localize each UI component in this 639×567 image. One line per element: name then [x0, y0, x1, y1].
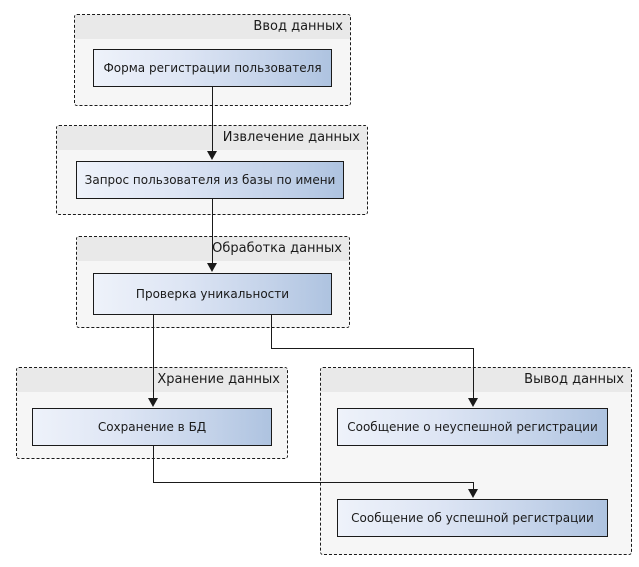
- edge-form-to-query-arrow: [207, 151, 217, 160]
- edge-save-to-success-seg1: [153, 446, 154, 483]
- edge-save-to-success-seg2: [153, 482, 474, 483]
- edge-save-to-success-seg3: [473, 482, 474, 493]
- edge-query-to-check-line: [212, 199, 213, 265]
- edge-form-to-query-line: [212, 87, 213, 153]
- edge-check-to-save-line: [153, 315, 154, 400]
- node-registration-form[interactable]: Форма регистрации пользователя: [93, 49, 332, 87]
- edge-check-to-failure-seg2: [271, 348, 474, 349]
- edge-check-to-failure-seg3: [473, 348, 474, 400]
- node-success-message[interactable]: Сообщение об успешной регистрации: [337, 499, 608, 537]
- group-process-header: Обработка данных: [77, 237, 349, 261]
- edge-query-to-check-arrow: [207, 263, 217, 272]
- edge-check-to-failure-arrow: [468, 398, 478, 407]
- group-storage-header: Хранение данных: [17, 368, 287, 392]
- node-query-user-by-name[interactable]: Запрос пользователя из базы по имени: [76, 161, 344, 199]
- edge-check-to-save-arrow: [148, 398, 158, 407]
- node-failure-message[interactable]: Сообщение о неуспешной регистрации: [337, 408, 608, 446]
- node-uniqueness-check[interactable]: Проверка уникальности: [93, 273, 332, 315]
- group-input-header: Ввод данных: [75, 15, 350, 39]
- group-output-header: Вывод данных: [321, 368, 631, 392]
- edge-check-to-failure-seg1: [271, 315, 272, 349]
- edge-save-to-success-arrow: [468, 489, 478, 498]
- node-save-to-db[interactable]: Сохранение в БД: [32, 408, 272, 446]
